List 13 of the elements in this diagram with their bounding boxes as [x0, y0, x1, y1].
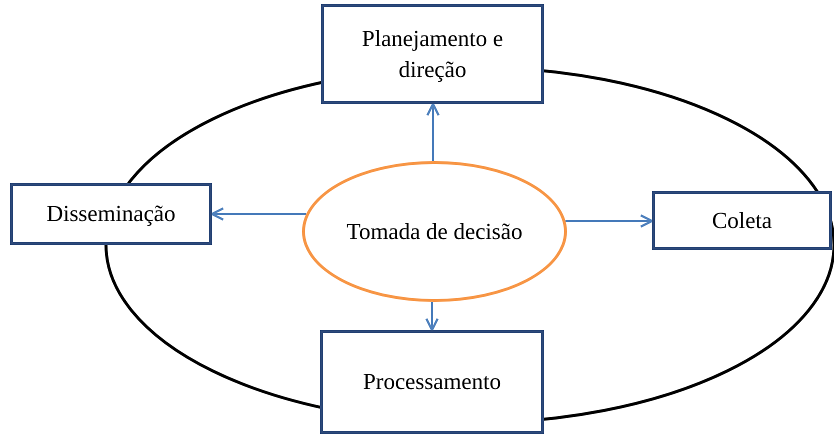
node-label: Coleta: [710, 206, 774, 235]
process-box: [320, 330, 544, 434]
process-box: [321, 4, 544, 104]
process-box: [652, 191, 832, 250]
node-label: Tomada de decisão: [346, 218, 524, 246]
arrow: [426, 102, 440, 161]
node-label: Disseminação: [45, 200, 176, 228]
arrow: [425, 302, 439, 332]
process-box: [10, 183, 212, 245]
node-label: Processamento: [362, 368, 502, 396]
arrow: [210, 207, 306, 221]
arrow: [566, 214, 654, 228]
node-label: Planejamento e direção: [360, 24, 504, 84]
